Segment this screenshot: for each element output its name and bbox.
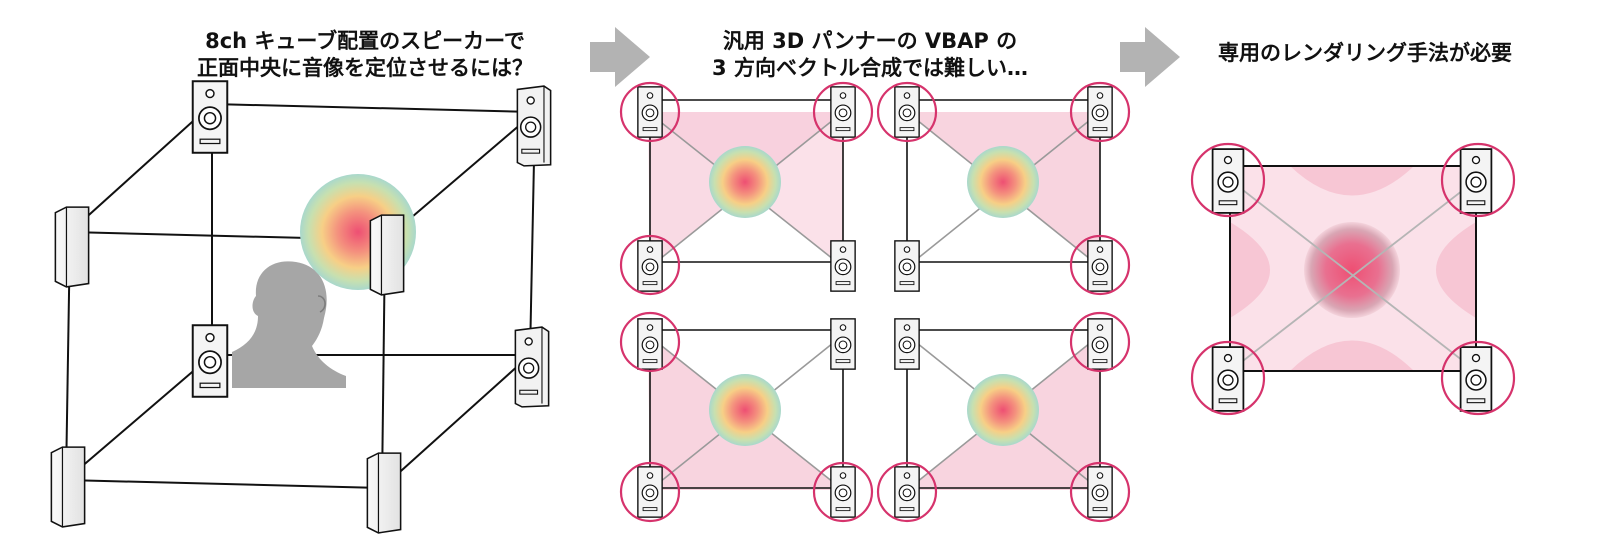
rendering-panel (1190, 142, 1516, 416)
step1-caption-line2: 正面中央に音像を定位させるには？ (197, 56, 533, 80)
step3-caption: 専用のレンダリング手法が必要 (1170, 40, 1560, 67)
cube-speaker-back-top-right (516, 85, 552, 167)
cube-speaker-back-bottom-left (191, 324, 229, 398)
cube-speaker-front-bottom-left (50, 446, 86, 528)
vbap-active-speaker-highlight (1069, 81, 1131, 143)
cube-speaker-front-top-right (369, 214, 405, 296)
vbap-panel (619, 81, 1131, 523)
vbap-square-bottom-left (619, 311, 874, 523)
vbap-active-speaker-highlight (1069, 311, 1131, 373)
vbap-active-speaker-highlight (619, 234, 681, 296)
render-speaker-highlight (1190, 340, 1266, 416)
step1-caption: 8ch キューブ配置のスピーカーで 正面中央に音像を定位させるには？ (150, 28, 580, 82)
vbap-active-speaker-highlight (619, 81, 681, 143)
cube-speaker-front-bottom-right (366, 452, 402, 534)
render-speaker-highlight (1440, 142, 1516, 218)
cube-speaker-back-top-left (191, 80, 229, 154)
render-speaker-highlight (1440, 340, 1516, 416)
vbap-square-bottom-right (876, 311, 1131, 523)
vbap-active-speaker-highlight (812, 81, 874, 143)
vbap-active-speaker-highlight (619, 311, 681, 373)
vbap-active-speaker-highlight (876, 461, 938, 523)
vbap-active-speaker-highlight (1069, 461, 1131, 523)
step3-caption-line1: 専用のレンダリング手法が必要 (1218, 41, 1512, 65)
vbap-active-speaker-highlight (812, 461, 874, 523)
cube-speaker-front-top-left (54, 206, 90, 288)
vbap-square-top-left (619, 81, 874, 296)
step1-caption-line1: 8ch キューブ配置のスピーカーで (205, 29, 525, 53)
step2-caption: 汎用 3D パンナーの VBAP の 3 方向ベクトル合成では難しい… (650, 28, 1090, 82)
step2-caption-line1: 汎用 3D パンナーの VBAP の (722, 29, 1018, 53)
render-speaker-highlight (1190, 142, 1266, 218)
vbap-active-speaker-highlight (876, 81, 938, 143)
vbap-active-speaker-highlight (1069, 234, 1131, 296)
step2-caption-line2: 3 方向ベクトル合成では難しい… (712, 56, 1028, 80)
vbap-active-speaker-highlight (619, 461, 681, 523)
step-arrow-1 (590, 27, 650, 87)
listener-head-icon (232, 261, 346, 388)
step-arrow-2 (1120, 27, 1180, 87)
vbap-square-top-right (876, 81, 1131, 296)
cube-speaker-back-bottom-right (514, 326, 550, 408)
